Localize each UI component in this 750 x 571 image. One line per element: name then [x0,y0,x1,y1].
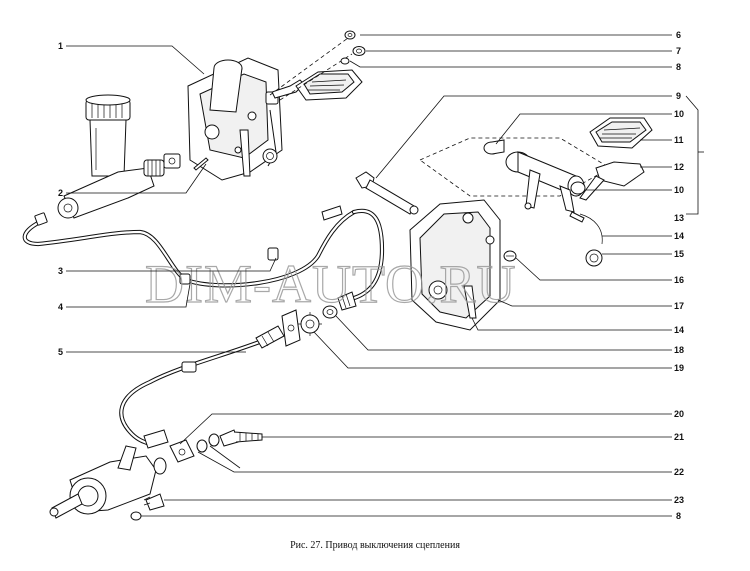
callout-22: 22 [674,467,684,477]
callout-13: 13 [674,213,684,223]
callout-2: 2 [58,188,63,198]
callout-20: 20 [674,409,684,419]
leader-lines [66,34,704,517]
washer-22a [196,439,208,453]
bolt-23 [143,493,165,511]
fitting-near-bracket [337,291,357,311]
callout-15: 15 [674,249,684,259]
nut-6 [344,30,356,40]
callout-10-upper: 10 [674,109,684,119]
hydraulic-tube-master [22,205,385,303]
callout-11: 11 [674,135,684,145]
figure-caption: Рис. 27. Привод выключения сцепления [290,540,460,551]
bolt-21 [219,429,263,447]
callout-4: 4 [58,302,63,312]
callout-6: 6 [676,30,681,40]
washer-8-lower [130,511,142,521]
washer-8 [340,57,350,65]
callout-3: 3 [58,266,63,276]
callout-14-lower: 14 [674,325,684,335]
right-bracket-assembly [355,117,653,331]
callout-18: 18 [674,345,684,355]
callout-7: 7 [676,46,681,56]
callout-23: 23 [674,495,684,505]
lock-washer-19 [298,312,322,336]
callout-14-upper: 14 [674,231,684,241]
callout-numbers: 1 2 3 4 5 6 7 8 9 10 11 12 10 13 14 15 1… [58,30,684,521]
nut-18 [322,305,338,319]
washer-22b [208,433,220,447]
clutch-master-cylinder [57,94,209,219]
pedal-bracket-assembly [187,37,363,181]
callout-10-lower: 10 [674,185,684,195]
callout-21: 21 [674,432,684,442]
callout-17: 17 [674,301,684,311]
clutch-slave-cylinder [49,445,167,519]
callout-9: 9 [676,91,681,101]
bracket-plate-17 [281,309,301,347]
watermark-text: DIM-AUTO.RU [145,254,517,314]
callout-19: 19 [674,363,684,373]
callout-5: 5 [58,347,63,357]
callout-8-lower: 8 [676,511,681,521]
callout-16: 16 [674,275,684,285]
nut-7 [352,46,366,56]
callout-12: 12 [674,162,684,172]
flexible-hose-5 [119,325,285,449]
connector-20 [169,439,195,463]
callout-8-upper: 8 [676,62,681,72]
callout-1: 1 [58,41,63,51]
